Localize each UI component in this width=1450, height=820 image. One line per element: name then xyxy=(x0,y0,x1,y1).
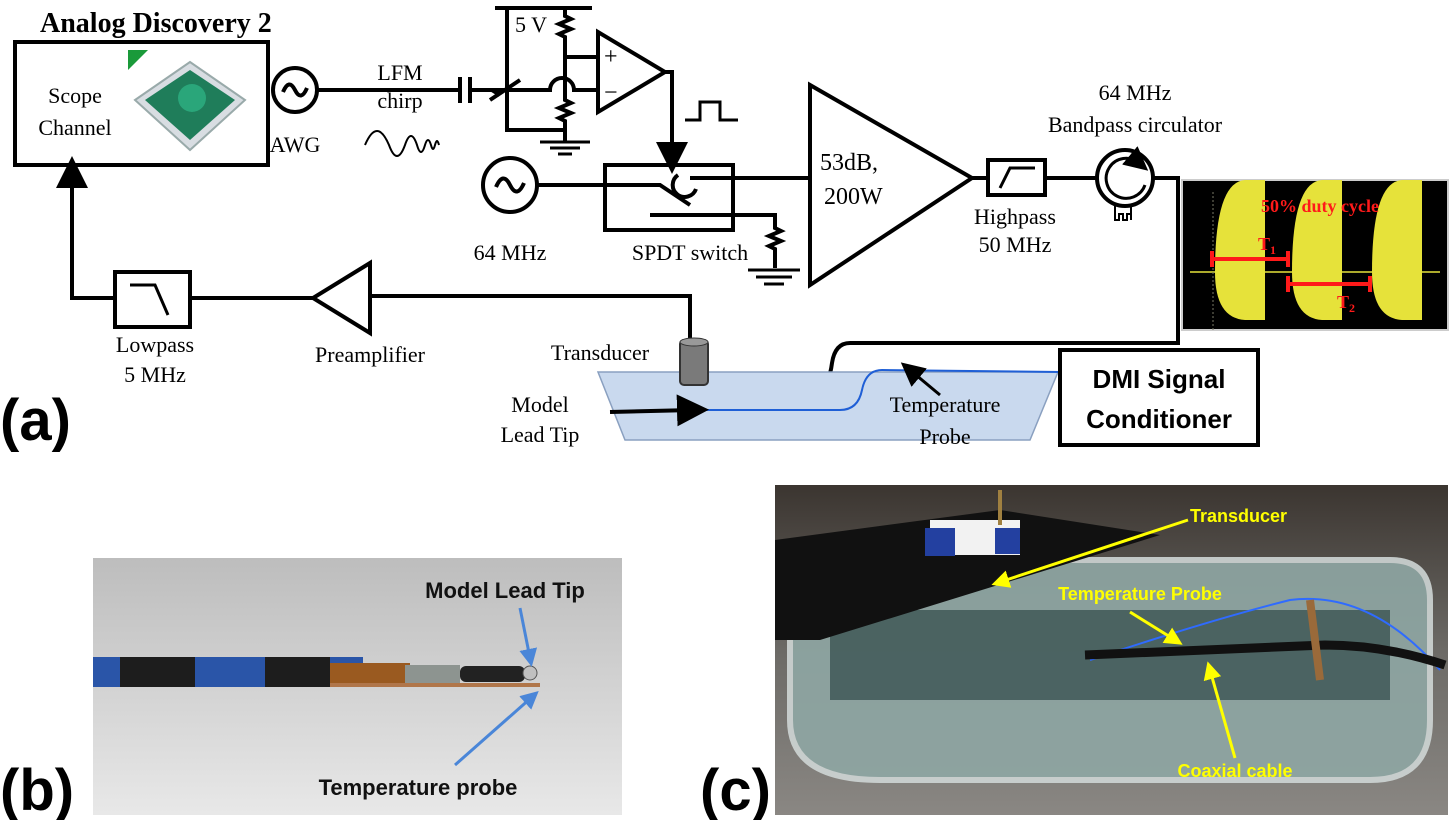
panel-b-label: (b) xyxy=(0,758,74,820)
preamplifier-icon xyxy=(309,259,372,337)
burst-1 xyxy=(1215,180,1265,320)
preamplifier-label: Preamplifier xyxy=(315,342,426,367)
switch-icon xyxy=(537,173,733,217)
rf-source-icon xyxy=(481,156,539,214)
transducer-label: Transducer xyxy=(551,340,650,365)
scope-label-2: Channel xyxy=(38,115,111,140)
temperature-probe-wire xyxy=(700,368,1061,411)
amp-power-label: 200W xyxy=(824,184,883,210)
switch-label: SPDT switch xyxy=(632,240,748,265)
panel-b: Model Lead Tip Temperature probe (b) xyxy=(0,558,622,820)
lowpass-filter-box xyxy=(113,270,192,329)
panel-a: Analog Discovery 2 Scope Channel AWG LFM… xyxy=(0,6,1449,453)
holder-plate xyxy=(775,510,1160,640)
highpass-freq-label: 50 MHz xyxy=(979,232,1052,257)
variable-resistor-icon xyxy=(488,78,522,102)
power-amplifier-icon xyxy=(808,81,976,289)
transducer-icon xyxy=(679,339,709,386)
t1-label: T1 xyxy=(1258,234,1276,257)
cable-photo-label: Coaxial cable xyxy=(1177,761,1292,781)
chirp-label: chirp xyxy=(377,88,422,113)
lead-tip-label: Model xyxy=(511,392,568,417)
lowpass-label: Lowpass xyxy=(116,332,194,357)
lfm-label: LFM xyxy=(377,60,422,85)
tip-label: Model Lead Tip xyxy=(425,578,585,603)
scope-label: Scope xyxy=(48,83,102,108)
source-freq-label: 64 MHz xyxy=(474,240,547,265)
probe-photo-label: Temperature probe xyxy=(319,775,518,800)
ground-icon xyxy=(748,268,800,286)
analog-discovery-box xyxy=(13,40,270,167)
burst-3 xyxy=(1372,180,1422,320)
lowpass-freq-label: 5 MHz xyxy=(124,362,186,387)
circulator-freq-label: 64 MHz xyxy=(1099,80,1172,105)
lead-tip-label-2: Lead Tip xyxy=(501,422,580,447)
spdt-switch-box xyxy=(603,163,735,232)
circulator-label: Bandpass circulator xyxy=(1048,112,1223,137)
panel-c-label: (c) xyxy=(700,758,771,820)
highpass-label: Highpass xyxy=(974,204,1056,229)
supply-label: 5 V xyxy=(515,12,547,37)
probe-photo-label-c: Temperature Probe xyxy=(1058,584,1222,604)
opamp-plus: + xyxy=(604,44,618,70)
highpass-filter-box xyxy=(986,158,1047,197)
capacitor-icon xyxy=(458,77,472,103)
amp-gain-label: 53dB, xyxy=(820,150,878,176)
opamp-icon xyxy=(596,28,669,116)
resistor-icon xyxy=(553,8,577,142)
dmi-label: DMI Signal xyxy=(1093,364,1226,394)
probe-label: Temperature xyxy=(890,392,1001,417)
duty-cycle-label: 50% duty cycle xyxy=(1261,196,1379,216)
panel-a-label: (a) xyxy=(0,388,71,453)
pulse-icon xyxy=(685,100,738,122)
opamp-minus: − xyxy=(604,80,618,106)
probe-label-2: Probe xyxy=(919,424,970,449)
transducer-photo-label: Transducer xyxy=(1190,506,1287,526)
awg-label: AWG xyxy=(270,132,321,157)
panel-c: Transducer Temperature Probe Coaxial cab… xyxy=(700,485,1448,820)
device-image xyxy=(128,50,247,152)
dmi-conditioner-box xyxy=(1058,348,1260,447)
t2-label: T2 xyxy=(1337,292,1355,315)
chirp-waveform-icon xyxy=(364,130,440,157)
dmi-label-2: Conditioner xyxy=(1086,404,1232,434)
device-title: Analog Discovery 2 xyxy=(40,8,272,39)
scope-inset: 50% duty cycle T1 T2 xyxy=(1181,179,1449,331)
